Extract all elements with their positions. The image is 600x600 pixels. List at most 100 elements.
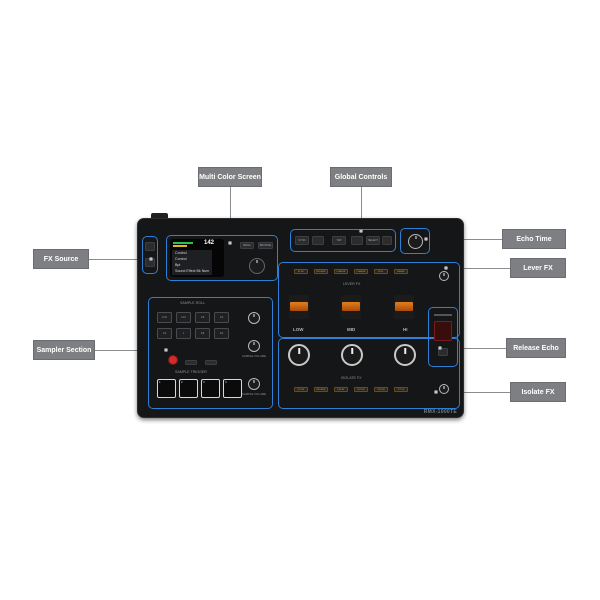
isolate-knob-mid[interactable] bbox=[341, 344, 363, 366]
lever-fx-button-reverb[interactable]: REVERB bbox=[314, 269, 328, 274]
leader-dot-isolate-fx bbox=[434, 390, 438, 394]
callout-global-controls: Global Controls bbox=[330, 167, 392, 187]
browse-button[interactable]: BROWSE bbox=[258, 242, 273, 249]
zone-global-controls: SYNC TAP SELECT bbox=[290, 229, 396, 252]
global-tap-button[interactable]: TAP bbox=[332, 236, 346, 245]
sample-volume-knob-2[interactable] bbox=[248, 378, 260, 390]
global-select-button[interactable]: SELECT bbox=[366, 236, 380, 245]
sample-trigger-2[interactable]: 2 bbox=[179, 379, 198, 398]
browse-knob[interactable] bbox=[249, 258, 265, 274]
release-echo-switch[interactable] bbox=[438, 348, 448, 356]
sample-trigger-3-number: 3 bbox=[203, 380, 205, 384]
isolate-fx-button-delay[interactable]: DELAY bbox=[334, 387, 348, 392]
zone-release-echo bbox=[428, 307, 458, 367]
leader-lever-fx bbox=[446, 268, 510, 269]
lever-fx-button-echo[interactable]: ECHO bbox=[294, 269, 308, 274]
leader-isolate-fx bbox=[436, 392, 510, 393]
global-sync-button[interactable]: SYNC bbox=[295, 236, 309, 245]
screen-menu-item-4: Sound Effect Bk Num bbox=[175, 269, 210, 273]
sample-trigger-4[interactable]: 4 bbox=[223, 379, 242, 398]
sample-volume-knob-1[interactable] bbox=[248, 340, 260, 352]
zone-lever-fx: ECHO REVERB FLANGE PHASER ROLL BRAKE LEV… bbox=[278, 262, 460, 338]
leader-dot-fx-source bbox=[149, 257, 153, 261]
device-top-knob bbox=[151, 213, 168, 220]
menu-button[interactable]: MENU bbox=[240, 242, 254, 249]
lever-fx-button-roll[interactable]: ROLL bbox=[374, 269, 388, 274]
leader-global-controls bbox=[361, 187, 362, 231]
lever-hi[interactable] bbox=[394, 295, 414, 319]
isolate-fx-title: ISOLATE FX bbox=[341, 376, 362, 380]
zone-echo-time bbox=[400, 228, 430, 254]
sample-trigger-1[interactable]: 1 bbox=[157, 379, 176, 398]
isolate-fx-button-pitch[interactable]: PITCH bbox=[394, 387, 408, 392]
echo-time-knob[interactable] bbox=[408, 234, 423, 249]
lever-fx-title: LEVER FX bbox=[343, 282, 361, 286]
global-button-2[interactable] bbox=[312, 236, 324, 245]
isolate-fx-button-crush[interactable]: CRUSH bbox=[374, 387, 388, 392]
lever-label-mid: MID bbox=[347, 327, 356, 332]
isolate-knob-low[interactable] bbox=[288, 344, 310, 366]
sample-pad-8[interactable]: 3/4 bbox=[214, 328, 229, 339]
callout-lever-fx: Lever FX bbox=[510, 258, 566, 278]
lever-fx-button-flange[interactable]: FLANGE bbox=[334, 269, 348, 274]
sample-trigger-2-number: 2 bbox=[181, 380, 183, 384]
lever-low[interactable] bbox=[289, 295, 309, 319]
callout-multi-color-screen: Multi Color Screen bbox=[198, 167, 262, 187]
leader-sampler-section bbox=[95, 350, 166, 351]
leader-echo-time bbox=[426, 239, 502, 240]
sample-mode-button-2[interactable] bbox=[205, 360, 217, 365]
sample-pad-4[interactable]: 1/4 bbox=[214, 312, 229, 323]
sample-roll-title: SAMPLE ROLL bbox=[180, 301, 205, 305]
isolate-knob-hi[interactable] bbox=[394, 344, 416, 366]
sample-trigger-1-number: 1 bbox=[159, 380, 161, 384]
lever-label-low: LOW bbox=[293, 327, 304, 332]
zone-sampler: SAMPLE ROLL 1/32 1/16 1/8 1/4 1/2 1 3/8 … bbox=[148, 297, 273, 409]
leader-dot-multi-color-screen bbox=[228, 241, 232, 245]
sample-trigger-3[interactable]: 3 bbox=[201, 379, 220, 398]
sample-pad-7[interactable]: 3/8 bbox=[195, 328, 210, 339]
leader-dot-global-controls bbox=[359, 229, 363, 233]
leader-dot-release-echo bbox=[438, 346, 442, 350]
sample-record-button[interactable] bbox=[168, 355, 178, 365]
isolate-fx-button-filter[interactable]: FILTER bbox=[354, 387, 368, 392]
release-echo-button[interactable] bbox=[434, 321, 452, 341]
isolate-fx-button-noise[interactable]: NOISE bbox=[294, 387, 308, 392]
lever-label-hi: HI bbox=[403, 327, 408, 332]
lever-fx-button-brake[interactable]: BRAKE bbox=[394, 269, 408, 274]
screen-menu-item-1: Control bbox=[175, 251, 187, 255]
sample-pad-2[interactable]: 1/16 bbox=[176, 312, 191, 323]
leader-release-echo bbox=[440, 348, 506, 349]
callout-echo-time: Echo Time bbox=[502, 229, 566, 249]
sample-mode-button-1[interactable] bbox=[185, 360, 197, 365]
rmx-device: 142 Control Control Bpt Sound Effect Bk … bbox=[137, 218, 464, 418]
sample-pad-1[interactable]: 1/32 bbox=[157, 312, 172, 323]
sample-trigger-4-number: 4 bbox=[225, 380, 227, 384]
zone-fx-source bbox=[142, 236, 158, 274]
sample-pad-6[interactable]: 1 bbox=[176, 328, 191, 339]
screen-menu-item-2: Control bbox=[175, 257, 187, 261]
lever-mid[interactable] bbox=[341, 295, 361, 319]
sample-roll-knob[interactable] bbox=[248, 312, 260, 324]
global-button-4[interactable] bbox=[351, 236, 363, 245]
global-button-6[interactable] bbox=[382, 236, 392, 245]
fx-source-button-1[interactable] bbox=[145, 242, 155, 251]
lever-fx-knob[interactable] bbox=[439, 271, 449, 281]
leader-dot-echo-time bbox=[424, 237, 428, 241]
multi-color-screen: 142 Control Control Bpt Sound Effect Bk … bbox=[170, 239, 224, 277]
leader-dot-lever-fx bbox=[444, 266, 448, 270]
callout-release-echo: Release Echo bbox=[506, 338, 566, 358]
isolate-fx-button-reverb[interactable]: REVERB bbox=[314, 387, 328, 392]
isolate-fx-knob[interactable] bbox=[439, 384, 449, 394]
brand-logo: RMX-1000TE bbox=[423, 409, 457, 415]
sample-volume-label-1: SAMPLE VOLUME bbox=[242, 354, 266, 358]
sample-pad-5[interactable]: 1/2 bbox=[157, 328, 172, 339]
screen-menu-item-3: Bpt bbox=[175, 263, 181, 267]
leader-fx-source bbox=[89, 259, 151, 260]
screen-bpm: 142 bbox=[204, 240, 215, 246]
sample-trigger-title: SAMPLE TRIGGER bbox=[175, 370, 207, 374]
sample-pad-3[interactable]: 1/8 bbox=[195, 312, 210, 323]
zone-isolate-fx: ISOLATE FX NOISE REVERB DELAY FILTER CRU… bbox=[278, 338, 460, 409]
lever-fx-button-phaser[interactable]: PHASER bbox=[354, 269, 368, 274]
zone-multi-color-screen: 142 Control Control Bpt Sound Effect Bk … bbox=[166, 235, 278, 281]
callout-isolate-fx: Isolate FX bbox=[510, 382, 566, 402]
